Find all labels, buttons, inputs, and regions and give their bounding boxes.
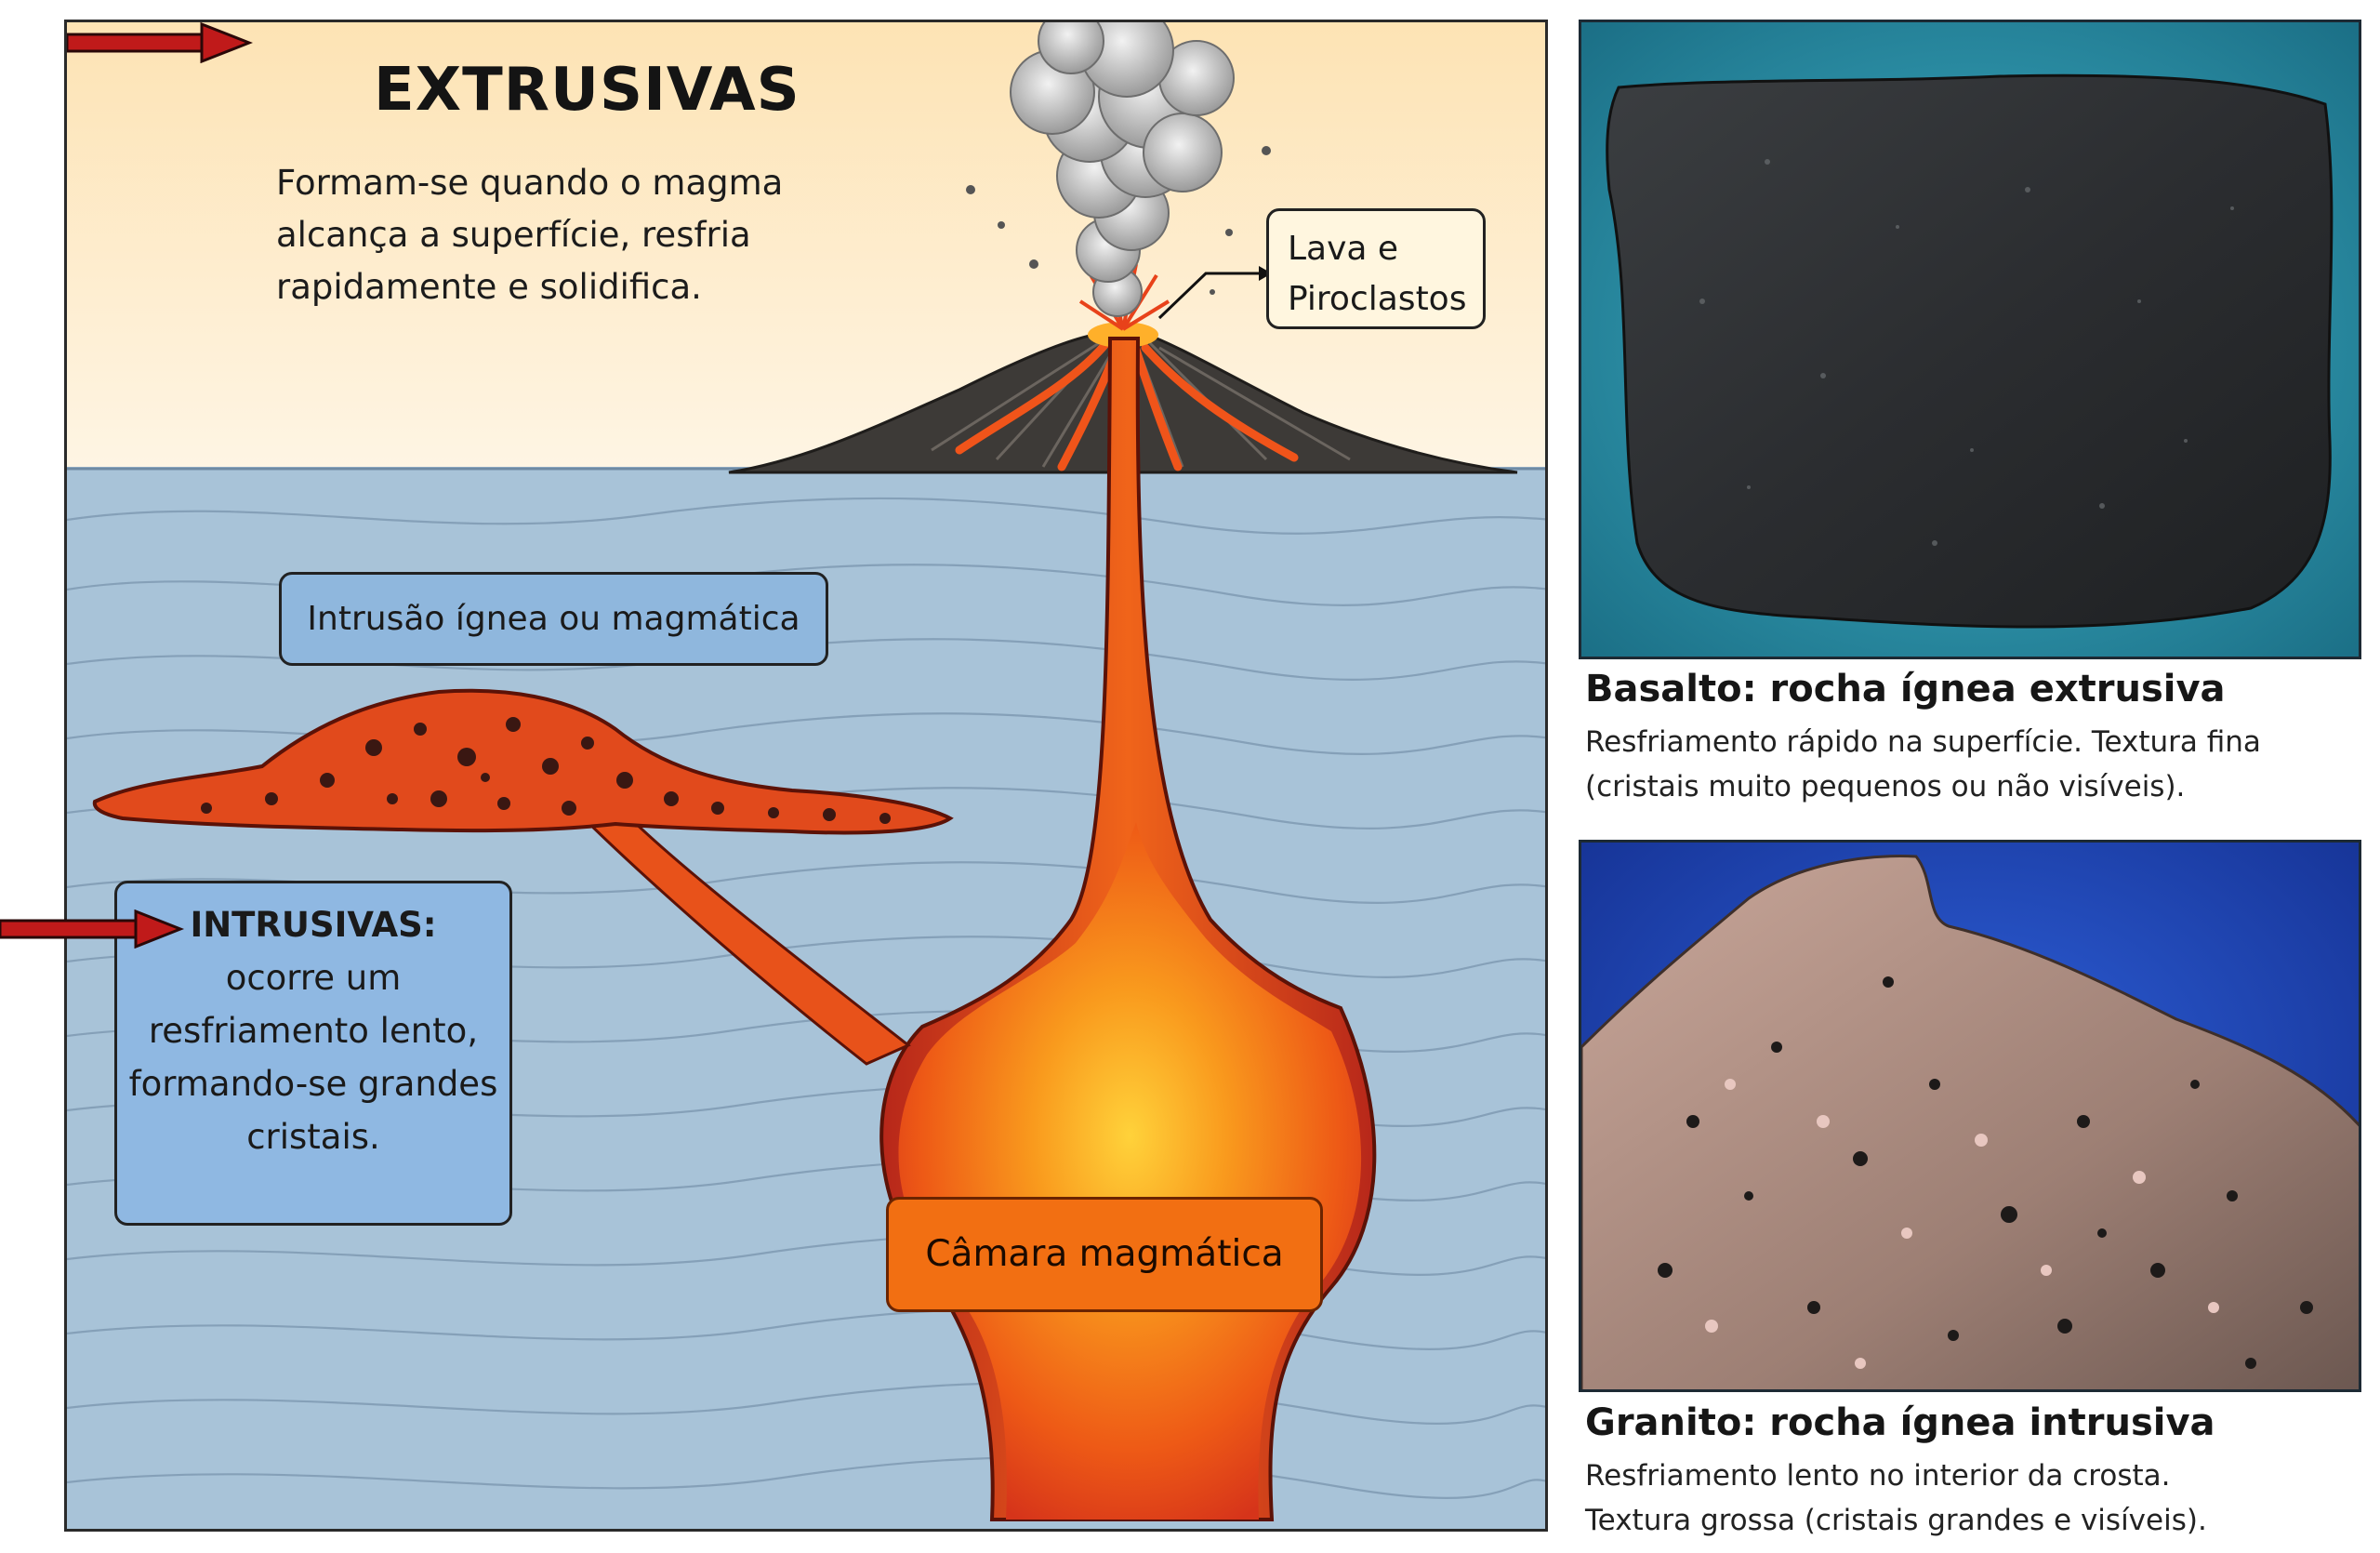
extrusivas-description: Formam-se quando o magma alcança a super… [276, 163, 784, 307]
crater-glow [1088, 322, 1158, 348]
granite-description: Resfriamento lento no interior da crosta… [1585, 1453, 2347, 1543]
smoke-plume [1010, 22, 1235, 317]
intrusivas-line-3: formando-se grandes [128, 1064, 498, 1104]
chamber-label: Câmara magmática [886, 1197, 1323, 1312]
lava-callout-line1: Lava e [1288, 230, 1399, 268]
intrusivas-line-4: cristais. [246, 1117, 380, 1157]
ejecta [966, 146, 1271, 295]
volcano-diagram: EXTRUSIVAS Formam-se quando o magma alca… [64, 20, 1548, 1532]
granite-description-line2: Textura grossa (cristais grandes e visív… [1585, 1504, 2207, 1537]
intrusion-crystals [201, 717, 891, 824]
intrusivas-heading: INTRUSIVAS: [190, 905, 437, 945]
granite-description-line1: Resfriamento lento no interior da crosta… [1585, 1459, 2171, 1493]
granite-title: Granito: rocha ígnea intrusiva [1585, 1401, 2215, 1444]
intrusion-label: Intrusão ígnea ou magmática [279, 572, 828, 666]
basalt-title: Basalto: rocha ígnea extrusiva [1585, 668, 2226, 710]
lava-callout-pointer [1157, 272, 1266, 320]
intrusivas-arrow-icon [0, 909, 185, 949]
granite-photo [1579, 840, 2361, 1392]
intrusivas-box: INTRUSIVAS: ocorre um resfriamento lento… [114, 881, 512, 1226]
extrusivas-title: EXTRUSIVAS [374, 56, 800, 125]
title-arrow-icon [67, 22, 253, 63]
igneous-intrusion [92, 688, 954, 835]
basalt-photo [1579, 20, 2361, 659]
magma-chamber [898, 822, 1362, 1520]
lava-callout: Lava e Piroclastos [1266, 208, 1486, 329]
granite-rock-image [1581, 843, 2359, 1389]
basalt-description: Resfriamento rápido na superfície. Textu… [1585, 725, 2261, 803]
basalt-rock-image [1581, 22, 2359, 657]
intrusivas-line-1: ocorre um [225, 958, 402, 998]
feeder-dike [575, 811, 911, 1066]
intrusivas-line-2: resfriamento lento, [148, 1011, 479, 1051]
lava-callout-line2: Piroclastos [1288, 280, 1467, 318]
